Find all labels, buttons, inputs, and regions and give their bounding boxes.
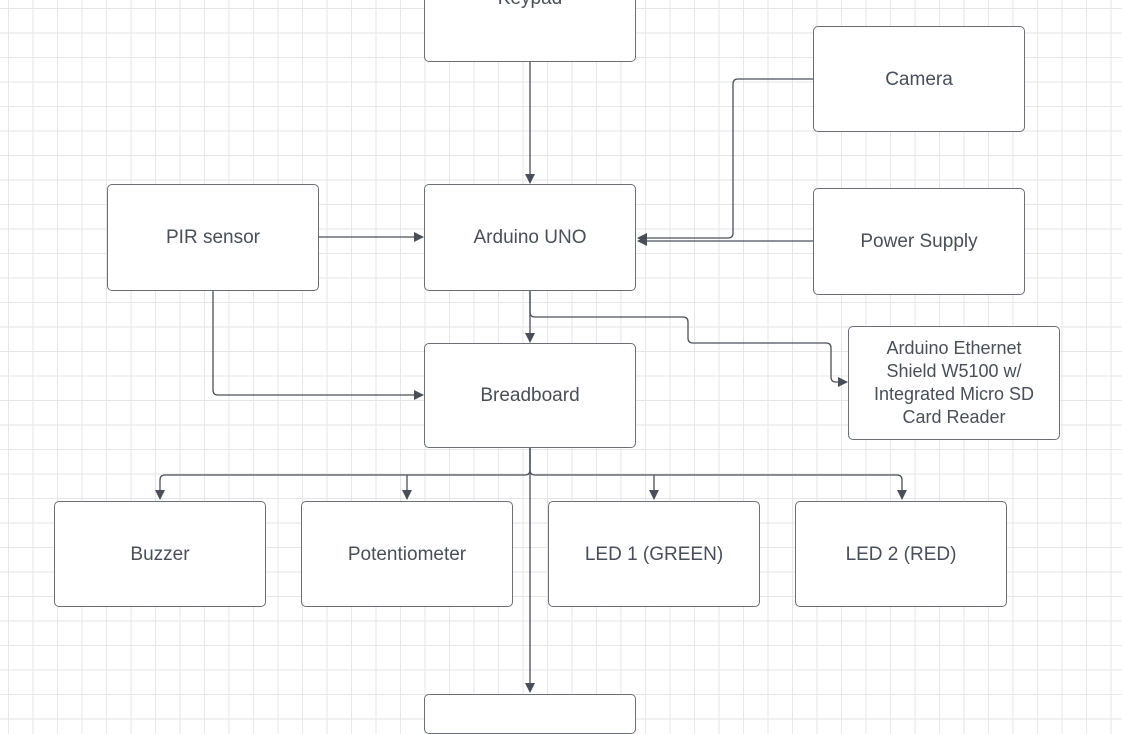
node-keypad[interactable]: Keypad (424, 0, 636, 62)
node-ethernet-shield[interactable]: Arduino Ethernet Shield W5100 w/ Integra… (848, 326, 1060, 440)
edge-breadboard-led1 (529, 448, 907, 500)
node-potentiometer[interactable]: Potentiometer (301, 501, 513, 607)
edge-pir-breadboard (212, 291, 424, 400)
node-label: Arduino Ethernet Shield W5100 w/ Integra… (873, 338, 1035, 427)
connector-layer (155, 61, 907, 693)
node-label: Buzzer (130, 543, 190, 565)
node-buzzer[interactable]: Buzzer (54, 501, 266, 607)
node-label: Camera (885, 68, 953, 90)
node-label: Arduino UNO (473, 227, 587, 248)
node-label: LED 1 (GREEN) (584, 543, 724, 565)
node-arduino-uno[interactable]: Arduino UNO (424, 184, 636, 291)
edge-breadboard-buzzer (155, 448, 531, 500)
node-label: Potentiometer (347, 543, 467, 565)
node-led-2-red[interactable]: LED 2 (RED) (795, 501, 1007, 607)
node-breadboard[interactable]: Breadboard (424, 343, 636, 448)
node-label: Keypad (498, 0, 562, 10)
node-label: Power Supply (860, 231, 978, 252)
node-bottom-partial[interactable] (424, 694, 636, 734)
node-label: LED 2 (RED) (845, 543, 957, 565)
node-pir-sensor[interactable]: PIR sensor (107, 184, 319, 291)
node-camera[interactable]: Camera (813, 26, 1025, 132)
edge-arduino-ethernet (529, 291, 848, 387)
node-power-supply[interactable]: Power Supply (813, 188, 1025, 295)
node-led-1-green[interactable]: LED 1 (GREEN) (548, 501, 760, 607)
edge-camera-arduino (637, 78, 813, 243)
node-label: Breadboard (480, 385, 580, 406)
node-label: PIR sensor (166, 227, 260, 248)
